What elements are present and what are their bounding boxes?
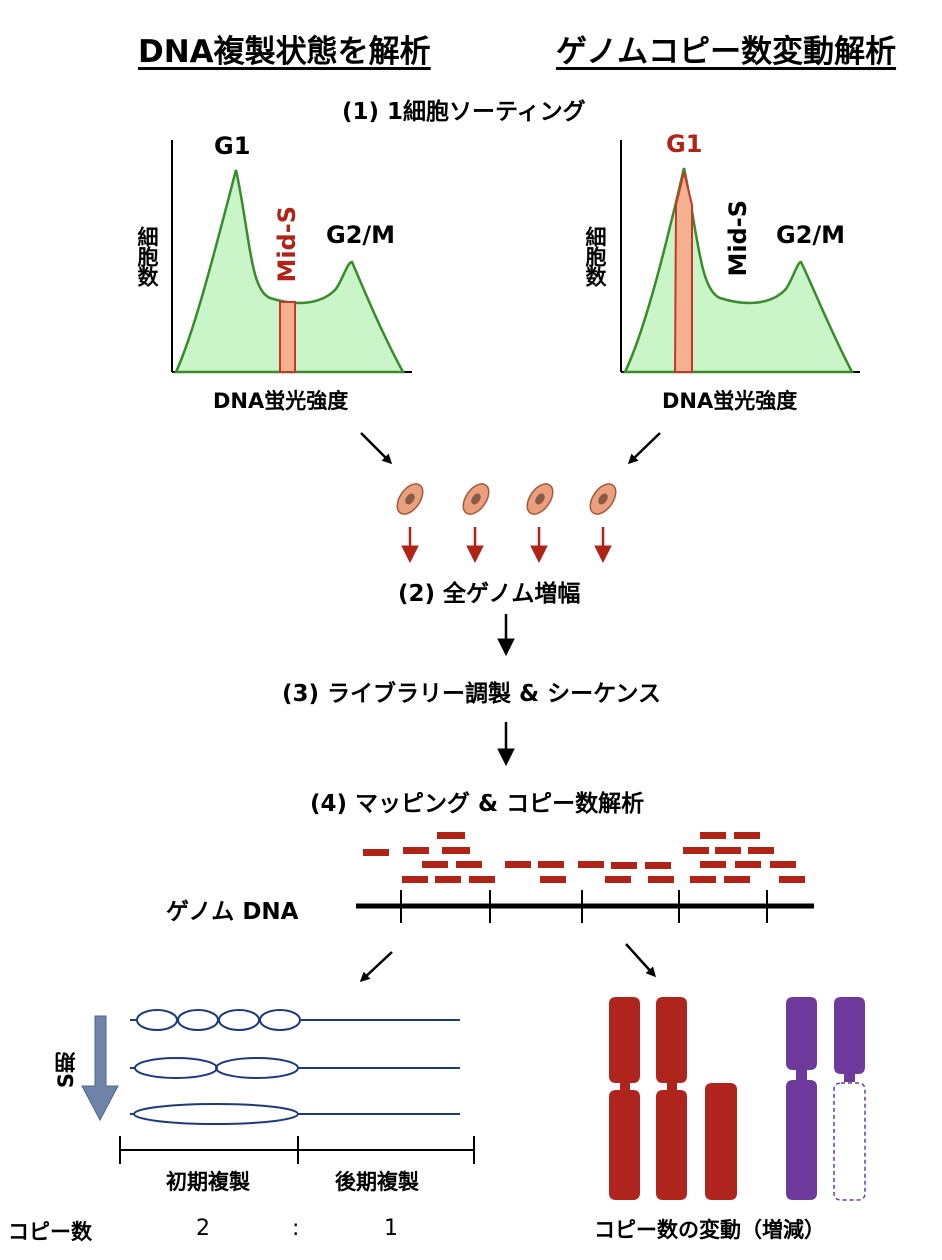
histogram-left-peak-g1: G1 bbox=[214, 132, 251, 160]
copy-number-label: コピー数 bbox=[8, 1220, 92, 1244]
arrow-right-to-cells bbox=[627, 432, 661, 465]
early-replication-label: 初期複製 bbox=[166, 1170, 250, 1194]
s-phase-arrow bbox=[81, 1015, 119, 1122]
chromosome-purple bbox=[786, 997, 817, 1070]
histogram-right-y-label: 細胞数 bbox=[583, 226, 607, 286]
histogram-left-peak-mids: Mid-S bbox=[273, 206, 301, 283]
histogram-left bbox=[171, 140, 412, 374]
copy-number-early-value: 2 bbox=[196, 1216, 210, 1241]
genome-dna-label: ゲノム DNA bbox=[166, 899, 299, 925]
arrow-to-cnv bbox=[625, 943, 657, 978]
cnv-label: コピー数の変動（増減） bbox=[594, 1218, 825, 1242]
s-phase-label: S期 bbox=[54, 1052, 78, 1089]
heading-copy-number-variation: ゲノムコピー数変動解析 bbox=[556, 34, 897, 70]
arrow-to-replication bbox=[359, 951, 393, 983]
sequencing-reads bbox=[363, 832, 805, 883]
histogram-right-g1-highlight bbox=[673, 171, 693, 373]
chromosomes bbox=[609, 997, 866, 1201]
flow-arrows bbox=[497, 614, 515, 767]
histogram-left-peak-g2m: G2/M bbox=[326, 221, 396, 249]
step-2-label: (2) 全ゲノム増幅 bbox=[398, 581, 581, 607]
copy-number-late-value: 1 bbox=[384, 1216, 398, 1241]
histogram-right-peak-mids: Mid-S bbox=[724, 200, 752, 277]
chromosome-red bbox=[609, 997, 640, 1083]
chromosome-red bbox=[609, 1090, 640, 1200]
genome-dna-line bbox=[356, 890, 814, 923]
histogram-left-mids-highlight bbox=[279, 301, 296, 373]
histogram-left-y-label: 細胞数 bbox=[135, 226, 159, 286]
histogram-left-x-label: DNA蛍光強度 bbox=[213, 389, 349, 413]
histogram-right-peak-g1: G1 bbox=[666, 130, 703, 158]
step-3-label: (3) ライブラリー調製 & シーケンス bbox=[282, 681, 661, 707]
step-4-label: (4) マッピング & コピー数解析 bbox=[310, 791, 645, 817]
chromosome-purple bbox=[834, 997, 865, 1074]
cell bbox=[396, 483, 424, 515]
chromosome-red bbox=[656, 1090, 687, 1200]
chromosome-purple-deleted bbox=[833, 1082, 866, 1201]
sorted-cells bbox=[396, 483, 617, 515]
histogram-right-peak-g2m: G2/M bbox=[776, 221, 846, 249]
heading-dna-replication: DNA複製状態を解析 bbox=[138, 34, 431, 70]
amplification-arrows bbox=[401, 527, 612, 564]
histogram-right bbox=[620, 140, 860, 374]
histogram-right-x-label: DNA蛍光強度 bbox=[662, 389, 798, 413]
step-1-label: (1) 1細胞ソーティング bbox=[342, 99, 586, 125]
chromosome-purple bbox=[786, 1080, 817, 1200]
cell bbox=[589, 483, 617, 515]
chromosome-red bbox=[656, 997, 687, 1083]
late-replication-label: 後期複製 bbox=[335, 1170, 419, 1194]
cell bbox=[462, 483, 490, 515]
chromosome-red-partial bbox=[705, 1083, 737, 1200]
timing-axis bbox=[119, 1136, 475, 1164]
cell bbox=[526, 483, 554, 515]
copy-number-separator: : bbox=[292, 1216, 300, 1241]
replication-diagram bbox=[130, 1009, 460, 1125]
arrow-left-to-cells bbox=[360, 432, 393, 465]
